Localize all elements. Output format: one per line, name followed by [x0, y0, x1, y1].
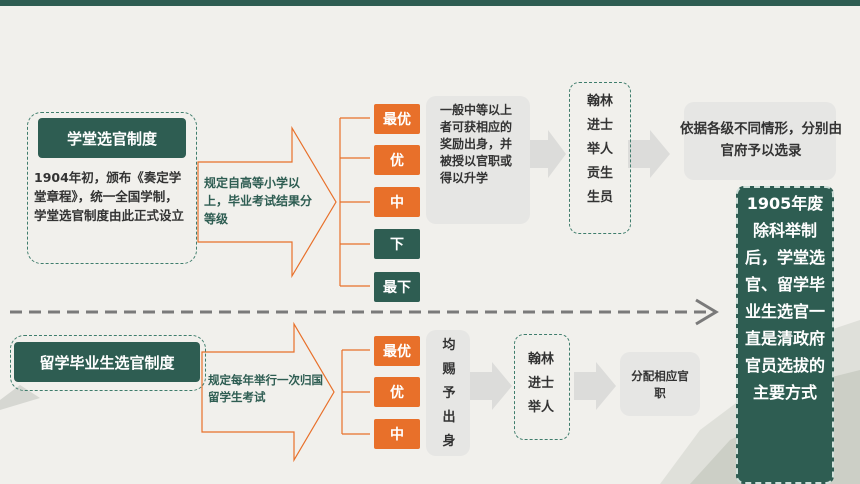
top-bar [0, 0, 860, 6]
section2-rule: 规定每年举行一次归国留学生考试 [208, 373, 323, 404]
grade-best: 最优 [374, 104, 420, 134]
section2-outcome: 分配相应官职 [631, 369, 689, 400]
section2-reward: 均赐予出身 [442, 338, 456, 449]
section1-reward: 一般中等以上者可获相应的奖励出身，并被授以官职或得以升学 [440, 103, 513, 185]
section1-description: 1904年初，颁布《奏定学堂章程》，统一全国学制，学堂选官制度由此正式设立 [34, 170, 185, 223]
section1-titles: 翰林进士举人贡生生员 [586, 94, 613, 205]
section1-title: 学堂选官制度 [38, 118, 186, 158]
grade2-good: 优 [374, 377, 420, 407]
section1-titles-frame [569, 82, 631, 234]
grade2-best: 最优 [374, 336, 420, 366]
section2-titles-frame [514, 334, 570, 440]
grade2-medium: 中 [374, 419, 420, 449]
section2-reward-box [426, 330, 470, 456]
section2-outcome-box [620, 352, 700, 416]
section1-outcome-box [684, 102, 836, 180]
section2-title: 留学毕业生选官制度 [14, 342, 200, 382]
section1-rule: 规定自高等小学以上，毕业考试结果分等级 [204, 176, 313, 226]
grade-good: 优 [374, 145, 420, 175]
section2-frame [10, 335, 206, 391]
summary-box: 1905年废除科举制后，学堂选官、留学毕业生选官一直是清政府官员选拔的主要方式 [736, 186, 834, 484]
grade-medium: 中 [374, 187, 420, 217]
grade-lowest: 最下 [374, 272, 420, 302]
section1-frame [27, 112, 197, 264]
section1-outcome: 依据各级不同情形，分别由官府予以选录 [680, 121, 842, 159]
section1-reward-box [426, 96, 530, 224]
summary-text: 1905年废除科举制后，学堂选官、留学毕业生选官一直是清政府官员选拔的主要方式 [745, 194, 826, 402]
grade-low: 下 [374, 229, 420, 259]
section2-titles: 翰林进士举人 [527, 352, 554, 415]
